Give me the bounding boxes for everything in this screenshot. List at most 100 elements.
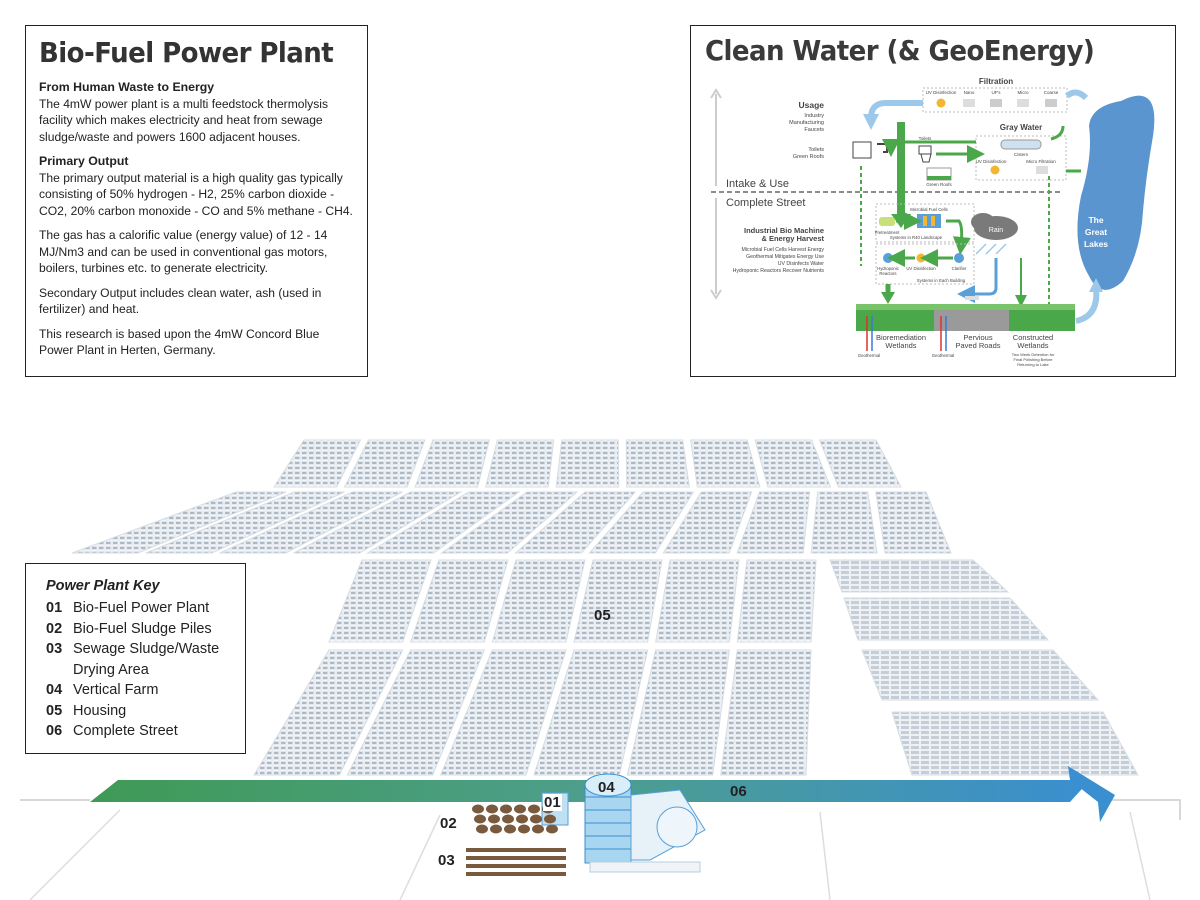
drying-strip: [466, 872, 566, 876]
flow-arrow: [863, 114, 879, 130]
filter-label: Nano: [964, 90, 975, 95]
sludge-pile: [516, 814, 528, 824]
sludge-pile: [490, 824, 502, 834]
mfc-cell: [931, 216, 935, 226]
hydroponic-icon: [883, 253, 893, 263]
housing-block: [891, 711, 1139, 776]
uv-disinfection-label: UV Disinfection: [906, 266, 936, 271]
scale-arrow-bottom: [710, 289, 722, 300]
rain-drop: [995, 243, 1007, 255]
hydroponic-label: Reactors: [879, 271, 896, 276]
housing-block: [219, 491, 403, 554]
housing-block: [843, 597, 1050, 641]
sludge-pile: [486, 804, 498, 814]
drying-strip: [466, 856, 566, 860]
key-label: Housing: [73, 702, 127, 719]
intake-use-label: Intake & Use: [726, 178, 789, 190]
key-label: Complete Street: [73, 723, 178, 739]
flow-filtration-out: [868, 100, 923, 119]
key-num: 05: [46, 702, 63, 719]
housing-block: [145, 491, 345, 554]
uv-sun-icon: [916, 253, 926, 263]
road-edge: [29, 809, 121, 900]
drying-area: [466, 848, 566, 876]
housing-block: [626, 649, 730, 776]
biofuel-title: Bio-Fuel Power Plant: [39, 36, 334, 69]
mfc-icon: [917, 214, 941, 228]
housing-block: [439, 649, 567, 776]
housing-block: [440, 491, 579, 554]
flow-mfc-down: [946, 219, 971, 255]
mfc-label: Microbial Fuel Cells: [910, 207, 948, 212]
housing-block: [690, 439, 761, 488]
water-diagram: Usage Industry Manufacturing Faucets Toi…: [710, 77, 1155, 367]
nano-filter-icon: [963, 99, 975, 107]
faucet-icon: [877, 143, 888, 153]
green-roofs-label: Green Roofs: [926, 182, 952, 187]
road-icon: [965, 296, 979, 300]
micro-filter-icon: [1036, 166, 1048, 174]
sludge-pile: [528, 804, 540, 814]
filtration-label: Filtration: [979, 77, 1013, 86]
site-plan: [20, 439, 1181, 900]
housing-block: [273, 439, 362, 488]
section-heading: From Human Waste to Energy: [39, 80, 215, 94]
drying-strip: [466, 848, 566, 852]
uv-sun-icon: [936, 98, 946, 108]
coarse-filter-icon: [1045, 99, 1057, 107]
housing-block: [555, 439, 620, 488]
housing-block: [810, 491, 878, 554]
gray-water-label: Gray Water: [1000, 123, 1042, 132]
key-label: Sewage Sludge/Waste Drying Area: [73, 641, 220, 678]
vertical-farm-dome: [656, 806, 698, 848]
flow-lake-to-filter: [1065, 89, 1089, 101]
biofuel-panel: Bio-Fuel Power Plant From Human Waste to…: [25, 25, 368, 377]
sludge-pile: [472, 804, 484, 814]
biofuel-section-2: Primary Output The primary output materi…: [39, 153, 354, 219]
housing-block: [293, 491, 463, 554]
ibm-title: & Energy Harvest: [761, 234, 824, 243]
usage-item: Industry: [804, 113, 824, 119]
housing-block: [573, 559, 663, 643]
flow-rain: [957, 258, 998, 303]
housing-block: [625, 439, 690, 488]
systems-row-label: Systems in R40 Landscape: [890, 235, 943, 240]
drying-strip: [466, 864, 566, 868]
road-edge: [1129, 811, 1151, 900]
usage-item: Toilets: [808, 147, 824, 153]
lakes-label: Lakes: [1084, 239, 1108, 249]
constructed-wetland-band: [1009, 309, 1075, 331]
lakes-label: Great: [1085, 227, 1107, 237]
site-label-03: 03: [438, 852, 455, 869]
section-text: This research is based upon the 4mW Conc…: [39, 326, 320, 358]
bioremediation-band: [856, 309, 934, 331]
pretreatment-icon: [879, 217, 895, 226]
sludge-pile: [544, 814, 556, 824]
usage-item: Faucets: [804, 127, 824, 133]
filter-label: Micro: [1018, 90, 1029, 95]
section-text: The 4mW power plant is a multi feedstock…: [39, 96, 329, 144]
geothermal-label: Geothermal: [932, 353, 954, 358]
ground-line: [1110, 799, 1181, 820]
housing-block: [720, 649, 812, 776]
plant-platform: [589, 861, 701, 873]
key-label: Vertical Farm: [73, 682, 159, 698]
housing-block: [754, 439, 832, 488]
flow-graywater-up: [1050, 125, 1065, 141]
green-roof-grass: [927, 176, 951, 180]
constructed-note: Two Week Detention for: [1012, 352, 1055, 357]
flow-to-lake: [1075, 287, 1100, 324]
usage-title: Usage: [798, 100, 824, 110]
cistern-icon: [1000, 139, 1042, 150]
housing-block: [588, 491, 695, 554]
building-systems-box: [875, 243, 975, 285]
gray-filter-label: UV Disinfection: [976, 159, 1007, 164]
section-heading: Primary Output: [39, 154, 129, 168]
flow-graywater-to-usage: [882, 138, 976, 157]
clarifier-label: Clarifier: [952, 266, 967, 271]
site-label-01: 01: [543, 794, 562, 811]
housing-block: [829, 559, 1010, 593]
ibm-item: Geothermal Mitigates Energy Use: [746, 254, 824, 260]
